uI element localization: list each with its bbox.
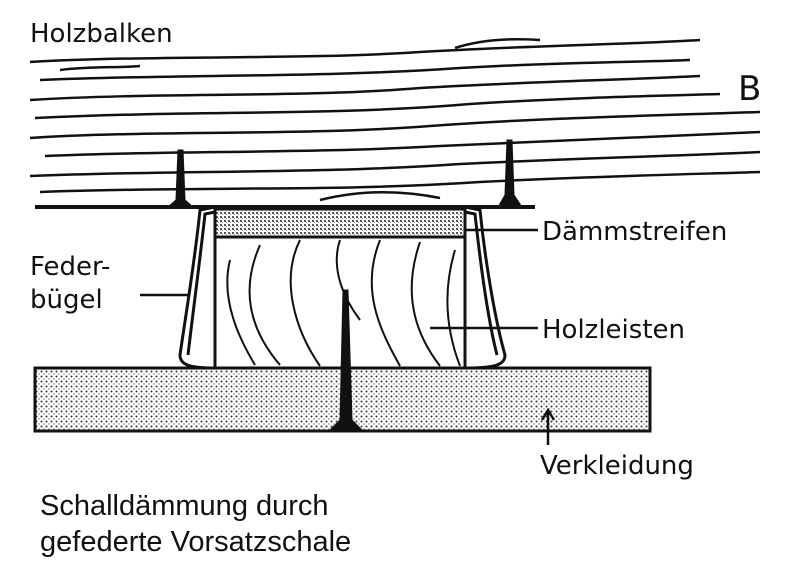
label-federbuegel-2: bügel [30,285,103,315]
screw-icon [166,139,523,431]
wooden-batten [213,235,467,370]
spring-bracket [178,205,507,370]
caption-line-1: Schalldämmung durch [40,490,329,522]
label-holzbalken: Holzbalken [30,19,173,49]
label-holzleisten: Holzleisten [542,315,685,345]
leader-lines [140,228,556,445]
wooden-beam [29,38,761,202]
label-verkleidung: Verkleidung [540,451,694,481]
label-daemmstreifen: Dämmstreifen [542,217,727,247]
insulation-strip [213,207,467,239]
label-federbuegel-1: Feder- [30,252,110,282]
caption-line-2: gefederte Vorsatzschale [40,526,351,558]
panel-letter: B [738,69,761,109]
